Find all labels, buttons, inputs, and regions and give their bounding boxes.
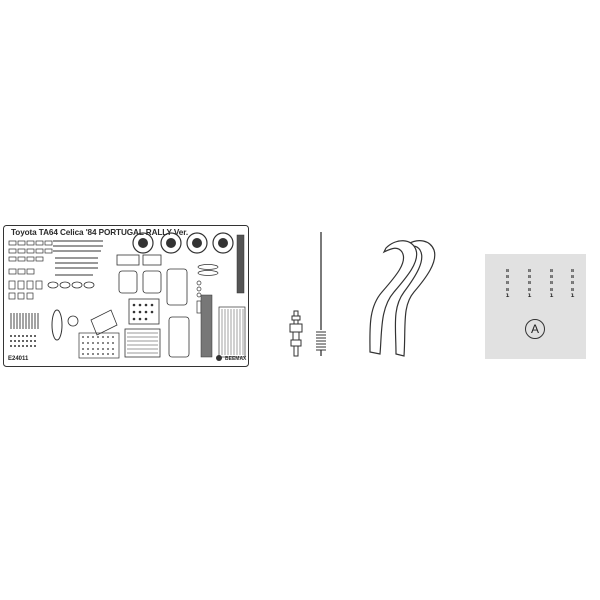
antenna-part	[316, 232, 326, 356]
turned-metal-part	[289, 310, 303, 357]
fret-title: Toyota TA64 Celica '84 PORTUGAL RALLY Ve…	[11, 228, 189, 237]
seatbelt-straps	[369, 240, 436, 357]
decal-sheet	[485, 254, 586, 359]
fret-part-code: E24011	[8, 356, 29, 362]
photo-etch-fret	[3, 225, 249, 367]
fret-brand: BEEMAX	[225, 356, 247, 362]
decal-sheet-label: A	[525, 319, 545, 339]
